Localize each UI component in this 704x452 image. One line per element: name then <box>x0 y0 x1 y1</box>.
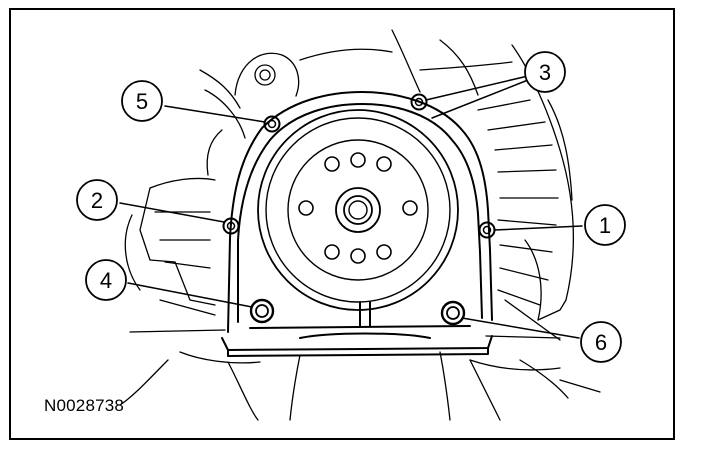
leader-line-3a <box>425 75 529 101</box>
leader-lines <box>119 75 583 339</box>
callout-2: 2 <box>76 179 118 221</box>
callout-6-number: 6 <box>595 330 607 355</box>
leader-line-3b <box>431 79 529 119</box>
crankshaft-flange <box>257 109 459 311</box>
leader-line-1 <box>493 225 583 231</box>
retainer-bolts <box>222 93 496 326</box>
callout-3-number: 3 <box>539 60 551 85</box>
bolt-4 <box>249 298 275 324</box>
callout-1: 1 <box>584 204 626 246</box>
bolt-5 <box>263 115 281 133</box>
leader-line-2 <box>119 202 225 223</box>
callout-1-number: 1 <box>599 213 611 238</box>
callout-4: 4 <box>85 259 127 301</box>
callout-6: 6 <box>580 321 622 363</box>
seal-retainer-plate <box>221 91 493 357</box>
figure-id-label: N0028738 <box>44 396 125 415</box>
bolt-2 <box>222 217 240 235</box>
callout-2-number: 2 <box>91 188 103 213</box>
bolt-3 <box>410 93 428 111</box>
leader-line-6 <box>461 317 580 339</box>
bolt-6 <box>440 300 466 326</box>
callout-3: 3 <box>524 51 566 93</box>
callout-5: 5 <box>121 80 163 122</box>
leader-line-5 <box>164 105 266 123</box>
bolt-1 <box>478 221 496 239</box>
leader-line-4 <box>127 282 253 308</box>
callout-5-number: 5 <box>136 89 148 114</box>
engine-block-background <box>119 29 601 421</box>
callout-4-number: 4 <box>100 268 112 293</box>
